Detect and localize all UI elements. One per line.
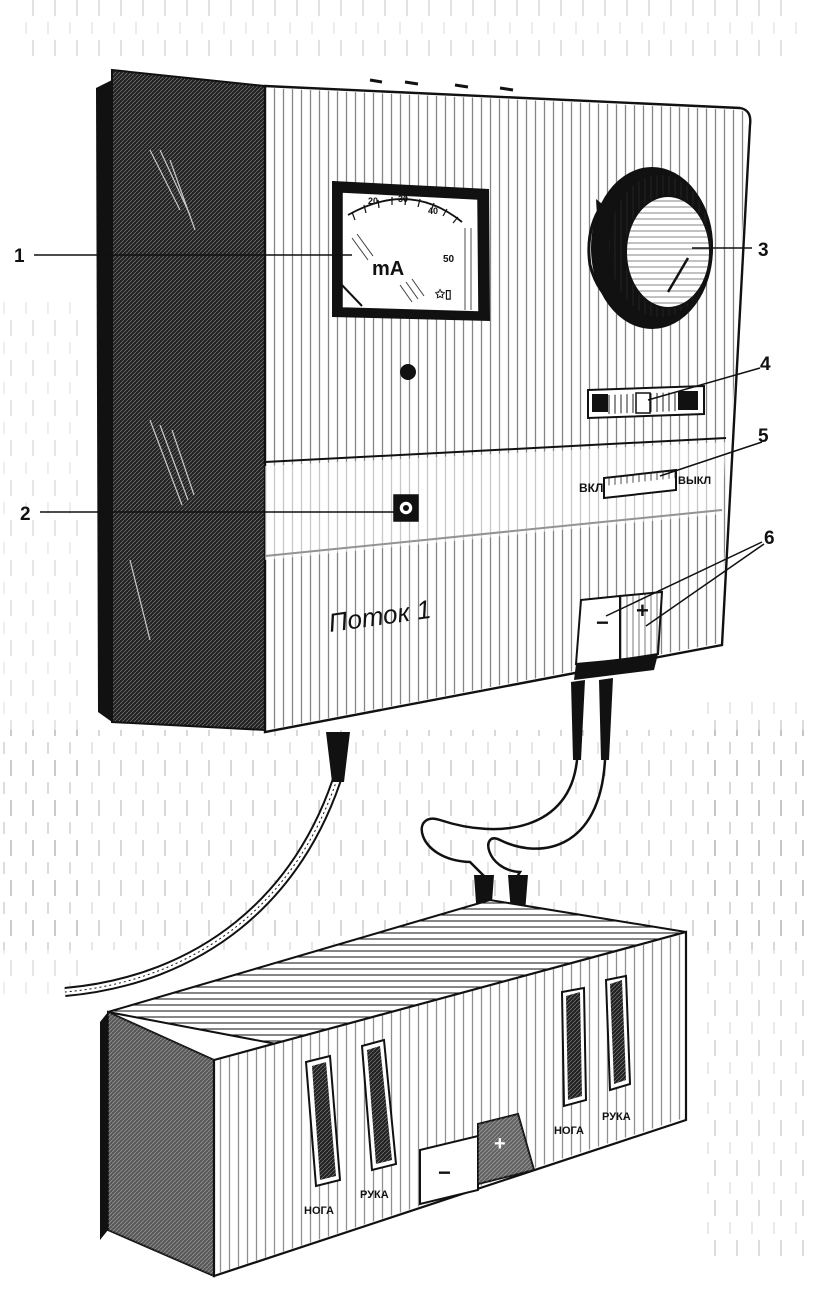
box-label-arm-left: РУКА	[360, 1189, 389, 1201]
switch-off-label: ВЫКЛ	[678, 475, 711, 487]
box-minus: −	[438, 1160, 451, 1185]
callout-2: 2	[20, 504, 31, 525]
callouts: 1 2 3 4 5 6	[14, 240, 775, 627]
milliammeter: 20 30 40 50 mA ✩▯	[332, 180, 491, 322]
mains-plug	[326, 732, 350, 782]
terminal-plus: +	[636, 598, 649, 623]
box-socket-right-2	[604, 974, 632, 1092]
electrode-box: НОГА РУКА НОГА РУКА − +	[100, 898, 688, 1278]
meter-scale-40: 40	[428, 206, 438, 216]
meter-scale-30: 30	[398, 194, 408, 204]
indicator-lamp	[400, 364, 416, 380]
box-socket-left-1	[304, 1054, 342, 1188]
leader-6a	[605, 541, 763, 617]
box-plus: +	[494, 1133, 506, 1155]
output-socket	[393, 494, 419, 522]
meter-unit: mA	[372, 258, 404, 280]
terminal-minus: −	[596, 610, 609, 635]
lead-plug-plus	[599, 678, 613, 760]
switch-on-label: ВКЛ	[579, 481, 603, 495]
leader-6b	[645, 543, 765, 627]
meter-scale-20: 20	[368, 196, 378, 206]
callout-1: 1	[14, 246, 25, 267]
meter-needle	[339, 282, 363, 307]
meter-symbol-icon: ✩▯	[434, 287, 452, 301]
meter-window	[341, 191, 480, 313]
unit-back-edge	[96, 80, 112, 722]
callout-5: 5	[758, 426, 769, 447]
box-socket-left-2	[360, 1038, 398, 1172]
knob-pointer	[666, 257, 690, 293]
range-switch	[587, 384, 705, 420]
box-label-leg-right: НОГА	[554, 1125, 584, 1137]
callout-3: 3	[758, 240, 769, 261]
output-terminals: − +	[574, 590, 664, 680]
power-switch: ВКЛ ВЫКЛ	[579, 468, 711, 500]
meter-scale-50: 50	[443, 254, 455, 265]
callout-6: 6	[764, 528, 775, 549]
current-knob	[587, 167, 713, 329]
box-label-arm-right: РУКА	[602, 1111, 631, 1123]
box-polarity-block: − +	[419, 1112, 536, 1206]
lead-plug-minus	[571, 680, 585, 760]
box-socket-right-1	[560, 986, 588, 1108]
leader-4	[647, 367, 761, 401]
unit-side-face	[111, 68, 266, 732]
callout-4: 4	[760, 354, 771, 375]
leader-5	[659, 441, 763, 477]
box-label-leg-left: НОГА	[304, 1205, 334, 1217]
wall-texture	[0, 0, 814, 1260]
